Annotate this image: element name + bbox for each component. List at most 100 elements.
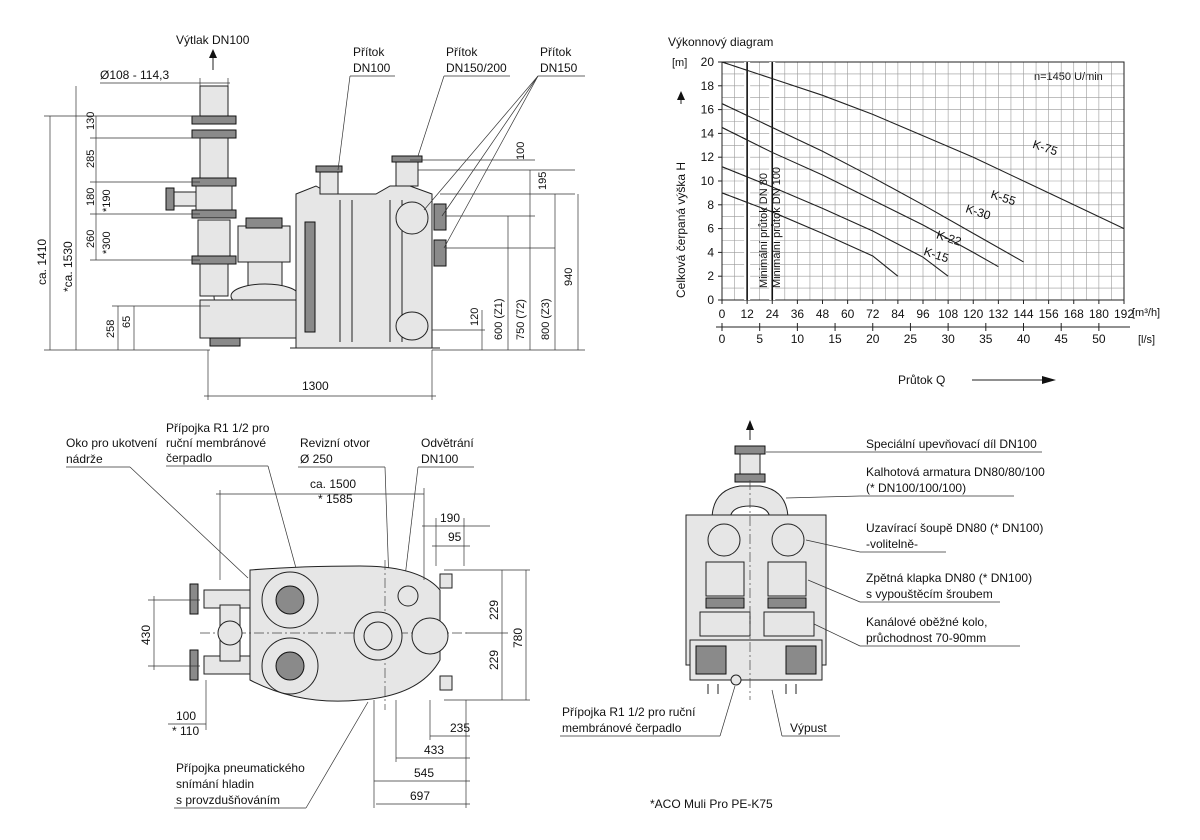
x-tick-label: 24 <box>766 307 780 321</box>
x2-tick-label: 20 <box>866 332 880 346</box>
front-label-2-line1: Kalhotová armatura DN80/80/100 <box>866 465 1045 479</box>
x-tick-label: 168 <box>1064 307 1084 321</box>
dim-65: 65 <box>121 316 133 328</box>
x-tick-label: 72 <box>866 307 880 321</box>
dim-235: 235 <box>450 721 470 735</box>
y-unit: [m] <box>672 57 687 69</box>
x2-tick-label: 5 <box>756 332 763 346</box>
curve-dashed-k-15 <box>721 192 748 203</box>
pneumatic-line1: Přípojka pneumatického <box>176 761 305 775</box>
y-tick-label: 6 <box>707 222 714 236</box>
curve-k-22 <box>721 166 949 277</box>
x2-tick-label: 50 <box>1092 332 1106 346</box>
pneumatic-line3: s provzdušňováním <box>176 793 280 807</box>
curve-dashed-k-55 <box>721 103 748 117</box>
x2-tick-label: 35 <box>979 332 993 346</box>
front-label-5-line2: průchodnost 70-90mm <box>866 631 986 645</box>
front-label-4-line2: s vypouštěcím šroubem <box>866 587 993 601</box>
dim-1585: * 1585 <box>318 492 353 506</box>
x2-tick-label: 30 <box>941 332 955 346</box>
dim-total-1410: ca. 1410 <box>35 239 49 285</box>
dim-190: 190 <box>440 511 460 525</box>
y-tick-label: 14 <box>701 126 715 140</box>
front-label-3-line2: -volitelně- <box>866 537 918 551</box>
x-axis-label: Průtok Q <box>898 373 945 387</box>
x-tick-label: 132 <box>988 307 1008 321</box>
dim-430: 430 <box>139 625 153 645</box>
dim-100-bottom: 100 <box>176 709 196 723</box>
pneumatic-line2: snímání hladin <box>176 777 254 791</box>
anchor-eye-line1: Oko pro ukotvení <box>66 436 158 450</box>
y-tick-label: 8 <box>707 198 714 212</box>
dim-260: 260 <box>85 230 97 248</box>
chart-title: Výkonnový diagram <box>668 35 773 49</box>
x-tick-label: 156 <box>1039 307 1059 321</box>
x2-tick-label: 10 <box>791 332 805 346</box>
curve-dashed-k-22 <box>721 166 748 178</box>
front-label-5-line1: Kanálové oběžné kolo, <box>866 615 987 629</box>
x2-unit: [l/s] <box>1138 334 1155 346</box>
x-tick-label: 144 <box>1013 307 1033 321</box>
inlet-1-line2: DN100 <box>353 61 391 75</box>
dim-130: 130 <box>85 112 97 130</box>
dim-ca1500: ca. 1500 <box>310 477 356 491</box>
y-tick-label: 10 <box>701 174 715 188</box>
x2-tick-label: 0 <box>719 332 726 346</box>
membrane-conn-line1: Přípojka R1 1/2 pro <box>166 421 270 435</box>
dim-433: 433 <box>424 743 444 757</box>
x-tick-label: 120 <box>963 307 983 321</box>
dim-780: 780 <box>511 628 525 648</box>
vent-line1: Odvětrání <box>421 436 474 450</box>
front-label-2-line2: (* DN100/100/100) <box>866 481 966 495</box>
dim-95: 95 <box>448 530 462 544</box>
y-tick-label: 2 <box>707 269 714 283</box>
dim-120: 120 <box>469 308 481 326</box>
performance-chart: Výkonnový diagram [m] [m³/h] [l/s] Celko… <box>668 35 1160 387</box>
front-membrane-line1: Přípojka R1 1/2 pro ruční <box>562 705 696 719</box>
min-flow-dn80-label: Minimální průtok DN 80 <box>758 173 770 288</box>
membrane-conn-line2: ruční membránové <box>166 436 266 450</box>
y-tick-label: 20 <box>701 55 715 69</box>
dim-180: 180 <box>85 188 97 206</box>
inlet-2-line1: Přítok <box>446 45 478 59</box>
y-tick-label: 18 <box>701 79 715 93</box>
dim-1300: 1300 <box>302 379 329 393</box>
dim-800: 800 (Z3) <box>540 298 552 340</box>
front-label-1-line1: Speciální upevňovací díl DN100 <box>866 437 1037 451</box>
curve-dashed-k-30 <box>721 127 748 141</box>
x-tick-label: 180 <box>1089 307 1109 321</box>
series-label-k-55: K-55 <box>989 187 1018 208</box>
x-tick-label: 108 <box>938 307 958 321</box>
front-view: Speciální upevňovací díl DN100 Kalhotová… <box>560 420 1045 811</box>
pipe-diameter: Ø108 - 114,3 <box>100 68 169 82</box>
dim-697: 697 <box>410 789 430 803</box>
front-membrane-line2: membránové čerpadlo <box>562 721 682 735</box>
speed-label: n=1450 U/min <box>1034 71 1103 83</box>
x-tick-label: 0 <box>719 307 726 321</box>
x-tick-label: 84 <box>891 307 905 321</box>
dim-258: 258 <box>105 320 117 338</box>
dim-940: 940 <box>563 268 575 286</box>
inspection-line1: Revizní otvor <box>300 436 370 450</box>
front-label-3-line1: Uzavírací šoupě DN80 (* DN100) <box>866 521 1043 535</box>
inlet-1-line1: Přítok <box>353 45 385 59</box>
min-flow-dn100-label: Minimální průtok DN 100 <box>771 167 783 288</box>
dim-100: 100 <box>515 142 527 160</box>
series-label-k-22: K-22 <box>935 228 964 249</box>
footnote: *ACO Muli Pro PE-K75 <box>650 797 773 811</box>
x2-tick-label: 45 <box>1055 332 1069 346</box>
x-tick-label: 36 <box>791 307 805 321</box>
x-tick-label: 96 <box>916 307 930 321</box>
y-tick-label: 12 <box>701 150 715 164</box>
dim-195: 195 <box>537 172 549 190</box>
curve-k-75 <box>721 61 1125 230</box>
series-label-k-15: K-15 <box>922 244 951 265</box>
y-axis-label: Celková čerpaná výška H <box>674 162 688 298</box>
curve-k-30 <box>721 126 999 268</box>
front-label-4-line1: Zpětná klapka DN80 (* DN100) <box>866 571 1032 585</box>
x-tick-label: 48 <box>816 307 830 321</box>
side-view: Výtlak DN100 Ø108 - 114,3 <box>35 33 585 400</box>
dim-229b: 229 <box>487 650 501 670</box>
dim-total-1530: *ca. 1530 <box>61 241 75 292</box>
